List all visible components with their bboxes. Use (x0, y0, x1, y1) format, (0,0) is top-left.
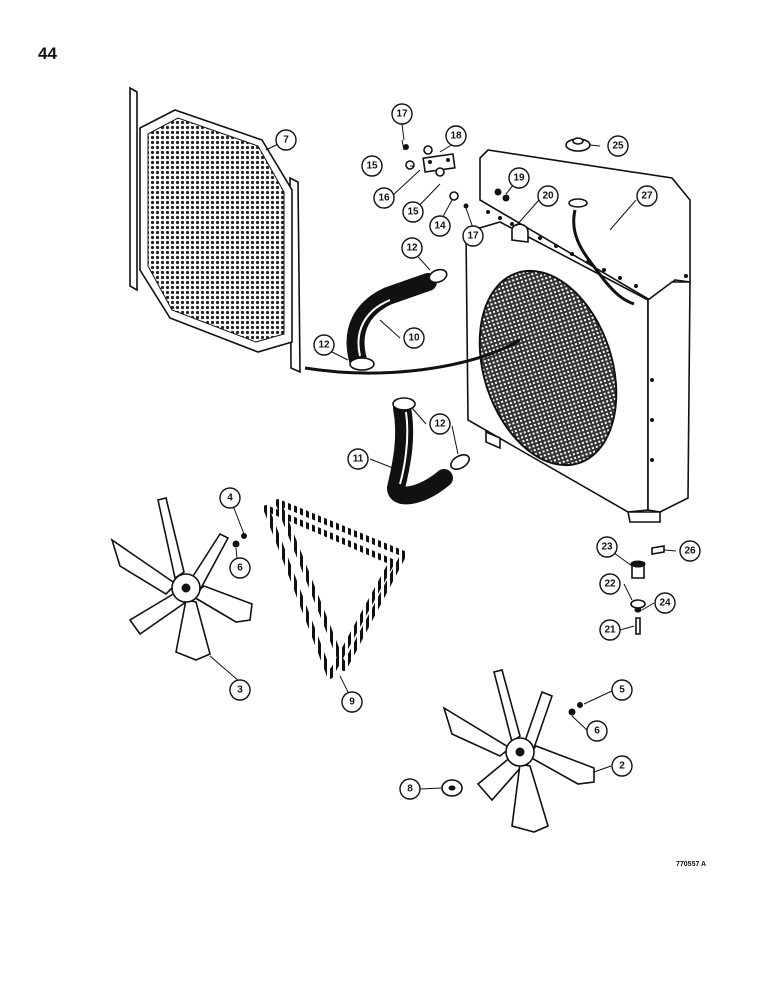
svg-text:12: 12 (318, 340, 330, 351)
callout-25: 25 (607, 135, 629, 157)
callout-6b: 6 (586, 720, 608, 742)
callout-17a: 17 (391, 103, 413, 125)
svg-text:19: 19 (513, 173, 525, 184)
svg-text:22: 22 (604, 579, 616, 590)
callout-7: 7 (275, 129, 297, 151)
callout-3: 3 (229, 679, 251, 701)
callout-22: 22 (599, 573, 621, 595)
callout-12c: 12 (429, 413, 451, 435)
mounting-hardware (401, 137, 591, 209)
overflow-line (304, 338, 521, 375)
callout-12a: 12 (401, 237, 423, 259)
callout-23: 23 (596, 536, 618, 558)
callout-15b: 15 (402, 201, 424, 223)
svg-text:6: 6 (237, 563, 243, 574)
svg-text:14: 14 (434, 221, 446, 232)
callout-26: 26 (679, 540, 701, 562)
callout-8: 8 (399, 778, 421, 800)
upper-hose (346, 268, 448, 371)
callout-17b: 17 (462, 225, 484, 247)
callout-18: 18 (445, 125, 467, 147)
svg-text:24: 24 (659, 598, 671, 609)
svg-text:21: 21 (604, 625, 616, 636)
callout-2: 2 (611, 755, 633, 777)
callout-27: 27 (636, 185, 658, 207)
callout-9: 9 (341, 691, 363, 713)
svg-text:17: 17 (467, 231, 479, 242)
svg-text:11: 11 (353, 454, 364, 465)
svg-text:5: 5 (619, 685, 625, 696)
svg-text:10: 10 (408, 333, 420, 344)
radiator (465, 149, 691, 523)
callout-5: 5 (611, 679, 633, 701)
page-number: 44 (38, 44, 57, 63)
svg-text:3: 3 (237, 685, 243, 696)
fan-upper (110, 497, 253, 661)
svg-text:2: 2 (619, 761, 625, 772)
callout-4: 4 (219, 487, 241, 509)
svg-text:15: 15 (366, 161, 378, 172)
callout-12b: 12 (313, 334, 335, 356)
callout-19: 19 (508, 167, 530, 189)
svg-text:27: 27 (641, 191, 653, 202)
svg-text:4: 4 (227, 493, 233, 504)
svg-text:18: 18 (450, 131, 462, 142)
callout-16: 16 (373, 187, 395, 209)
fan-belts (263, 499, 407, 679)
radiator-screen (129, 86, 301, 374)
callout-20: 20 (537, 185, 559, 207)
figure-id: 770557 A (676, 861, 707, 868)
svg-text:20: 20 (542, 191, 554, 202)
svg-text:8: 8 (407, 784, 413, 795)
callout-14: 14 (429, 215, 451, 237)
svg-text:23: 23 (601, 542, 613, 553)
callout-24: 24 (654, 592, 676, 614)
callout-6a: 6 (229, 557, 251, 579)
svg-text:17: 17 (396, 109, 408, 120)
callout-21: 21 (599, 619, 621, 641)
callout-11: 11 (347, 448, 369, 470)
svg-text:15: 15 (407, 207, 419, 218)
drain-hardware (630, 545, 665, 635)
fan-lower (441, 669, 595, 833)
svg-text:7: 7 (283, 135, 289, 146)
svg-text:6: 6 (594, 726, 600, 737)
svg-text:12: 12 (406, 243, 418, 254)
svg-text:9: 9 (349, 697, 355, 708)
callout-15a: 15 (361, 155, 383, 177)
svg-text:12: 12 (434, 419, 446, 430)
svg-text:25: 25 (612, 141, 624, 152)
lower-hose (386, 397, 470, 505)
svg-text:26: 26 (684, 546, 696, 557)
callout-10: 10 (403, 327, 425, 349)
svg-text:16: 16 (378, 193, 390, 204)
